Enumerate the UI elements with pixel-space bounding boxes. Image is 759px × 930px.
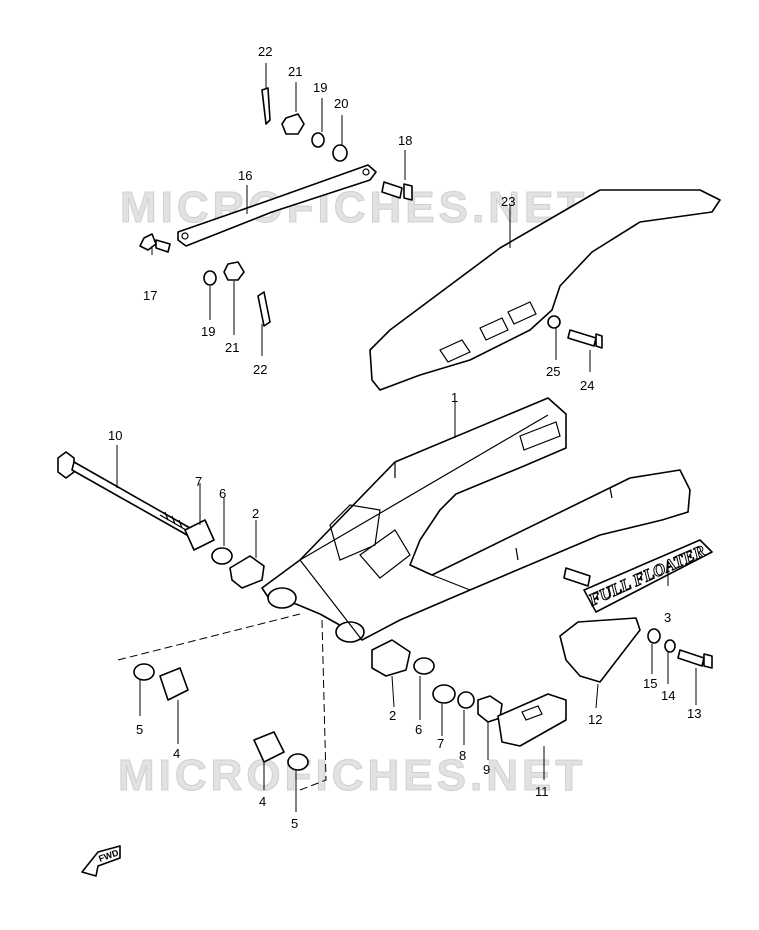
callout-1: 1 [451, 390, 458, 405]
hardware [133, 87, 713, 771]
chain-case [369, 189, 721, 391]
callout-2: 2 [252, 506, 259, 521]
watermark-bottom: MICROFICHES.NET [118, 751, 586, 800]
callout-7: 7 [437, 736, 444, 751]
callout-18: 18 [398, 133, 412, 148]
callout-labels: 1 2 2 3 4 4 5 5 6 6 7 7 8 9 10 11 12 13 … [108, 44, 701, 831]
callout-10: 10 [108, 428, 122, 443]
callout-3: 3 [664, 610, 671, 625]
callout-25: 25 [546, 364, 560, 379]
callout-6: 6 [219, 486, 226, 501]
swing-arm [261, 397, 691, 643]
callout-19: 19 [313, 80, 327, 95]
callout-5: 5 [291, 816, 298, 831]
callout-5: 5 [136, 722, 143, 737]
callout-7: 7 [195, 474, 202, 489]
fwd-arrow-icon: FWD [81, 845, 121, 877]
callout-9: 9 [483, 762, 490, 777]
callout-22: 22 [253, 362, 267, 377]
callout-2: 2 [389, 708, 396, 723]
callout-22: 22 [258, 44, 272, 59]
callout-23: 23 [501, 194, 515, 209]
callout-16: 16 [238, 168, 252, 183]
watermark-top: MICROFICHES.NET [120, 183, 588, 232]
callout-12: 12 [588, 712, 602, 727]
callout-13: 13 [687, 706, 701, 721]
callout-24: 24 [580, 378, 594, 393]
callout-19: 19 [201, 324, 215, 339]
callout-6: 6 [415, 722, 422, 737]
callout-21: 21 [225, 340, 239, 355]
chain-case-stay [177, 164, 377, 247]
callout-14: 14 [661, 688, 675, 703]
callout-17: 17 [143, 288, 157, 303]
callout-15: 15 [643, 676, 657, 691]
callout-20: 20 [334, 96, 348, 111]
callout-4: 4 [259, 794, 266, 809]
callout-11: 11 [535, 784, 549, 799]
badge-text: FULL FLOATER [585, 541, 708, 610]
callout-21: 21 [288, 64, 302, 79]
full-floater-emblem: FULL FLOATER [583, 539, 713, 613]
pivot-bolt [57, 451, 191, 536]
callout-8: 8 [459, 748, 466, 763]
callout-4: 4 [173, 746, 180, 761]
